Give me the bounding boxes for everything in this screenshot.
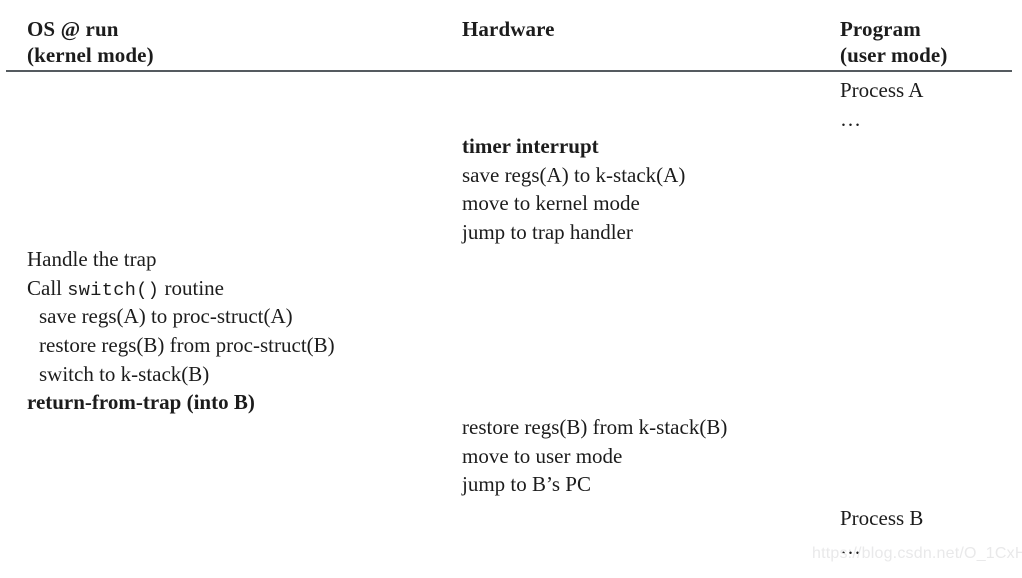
- column-header-os: OS @ run (kernel mode): [27, 17, 154, 67]
- hardware-block-trap-entry: timer interrupt save regs(A) to k-stack(…: [462, 132, 685, 247]
- line-call-switch-prefix: Call: [27, 275, 68, 300]
- line-process-a-title: Process A: [840, 78, 924, 102]
- header-divider-rule: [6, 70, 1012, 72]
- column-header-program: Program (user mode): [840, 17, 948, 67]
- line-jump-to-b-pc: jump to B’s PC: [462, 472, 591, 497]
- hardware-block-trap-return: restore regs(B) from k-stack(B) move to …: [462, 413, 727, 499]
- line-handle-the-trap: Handle the trap: [27, 247, 157, 271]
- line-call-switch-mono: switch(): [67, 279, 160, 301]
- line-restore-regs-b-kstack: restore regs(B) from k-stack(B): [462, 415, 728, 439]
- os-block-context-switch: Handle the trap Call switch() routine sa…: [27, 245, 335, 417]
- line-call-switch-suffix: routine: [159, 275, 224, 300]
- program-block-process-b: Process B …: [840, 504, 923, 561]
- program-block-process-a: Process A …: [840, 76, 923, 133]
- line-process-b-title: Process B: [840, 506, 924, 530]
- watermark-text: https://blog.csdn.net/O_1CxH: [812, 545, 1022, 562]
- column-header-hardware: Hardware: [462, 17, 555, 41]
- line-restore-regs-b-procstruct: restore regs(B) from proc-struct(B): [39, 333, 335, 358]
- line-move-to-user-mode: move to user mode: [462, 443, 623, 468]
- line-save-regs-a-kstack: save regs(A) to k-stack(A): [462, 162, 686, 187]
- column-headers: OS @ run (kernel mode) Hardware Program …: [0, 0, 1022, 72]
- line-return-from-trap: return-from-trap (into B): [27, 390, 255, 415]
- line-process-b-ellipsis: …: [840, 534, 862, 559]
- line-process-a-ellipsis: …: [840, 106, 862, 131]
- line-switch-to-kstack-b: switch to k-stack(B): [39, 361, 210, 386]
- line-call-switch-routine: Call switch() routine: [27, 274, 335, 303]
- line-save-regs-a-procstruct: save regs(A) to proc-struct(A): [39, 304, 293, 329]
- line-timer-interrupt: timer interrupt: [462, 134, 599, 158]
- line-move-to-kernel-mode: move to kernel mode: [462, 191, 640, 216]
- line-jump-to-trap-handler: jump to trap handler: [462, 220, 633, 245]
